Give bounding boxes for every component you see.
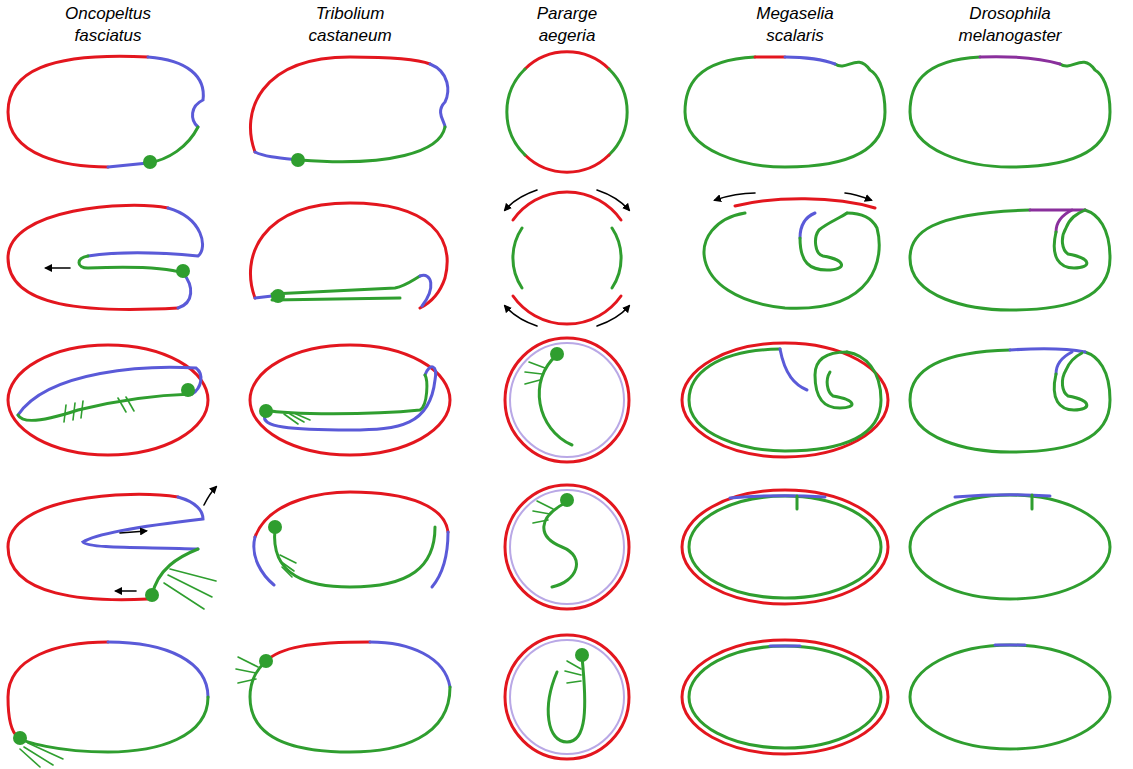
species-name: Megaselia scalaris xyxy=(756,3,834,47)
species-name: Drosophila melanogaster xyxy=(959,3,1062,47)
species-name: Pararge aegeria xyxy=(537,3,597,47)
species-name: Oncopeltus fasciatus xyxy=(65,3,151,47)
species-name: Tribolium castaneum xyxy=(308,3,391,47)
